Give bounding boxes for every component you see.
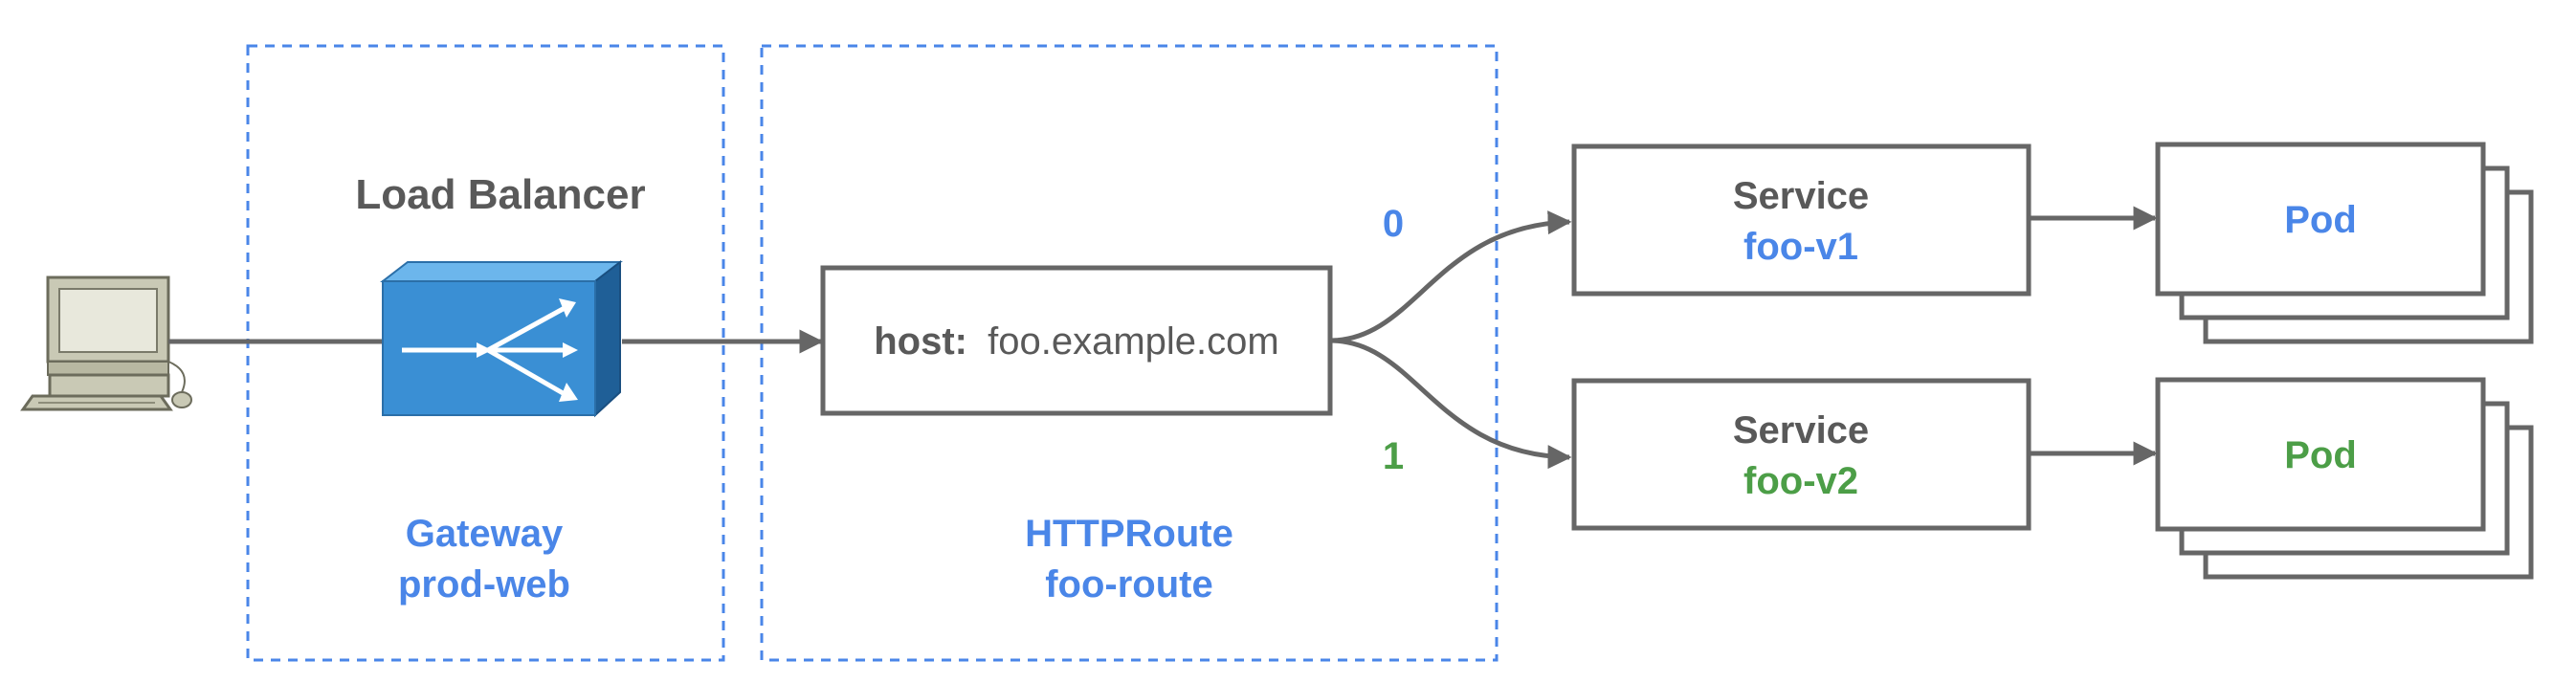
service-foo-v1-name: foo-v1 (1743, 226, 1858, 268)
service-foo-v2-label: Service (1733, 409, 1869, 452)
service-foo-v2-box (1571, 378, 2032, 531)
httproute-name-label: foo-route (1045, 563, 1213, 606)
host-value: foo.example.com (988, 320, 1279, 363)
pod-stack-foo-v2 (2155, 377, 2534, 580)
service-foo-v1-box (1571, 143, 2032, 297)
gateway-kind-label: Gateway (406, 513, 564, 555)
service-foo-v2-name: foo-v2 (1743, 460, 1858, 502)
route-to-foo-v1-curve (1329, 210, 1572, 343)
weight-foo-v2: 1 (1383, 435, 1404, 477)
httproute-kind-label: HTTPRoute (1025, 513, 1233, 555)
pod-foo-v1-label: Pod (2284, 199, 2357, 241)
service-foo-v1-label: Service (1733, 175, 1869, 217)
gateway-container (246, 44, 725, 662)
pod-foo-v2-label: Pod (2284, 434, 2357, 476)
load-balancer-icon (380, 259, 623, 418)
load-balancer-title: Load Balancer (355, 171, 645, 218)
desktop-computer-icon (20, 275, 192, 411)
weight-foo-v1: 0 (1383, 203, 1404, 245)
httproute-container (760, 44, 1499, 662)
host-match-text: host: foo.example.com (874, 320, 1278, 363)
host-key: host: (874, 320, 967, 363)
route-to-foo-v2-curve (1329, 338, 1572, 470)
gateway-name-label: prod-web (398, 563, 570, 606)
pod-stack-foo-v1 (2155, 142, 2534, 344)
